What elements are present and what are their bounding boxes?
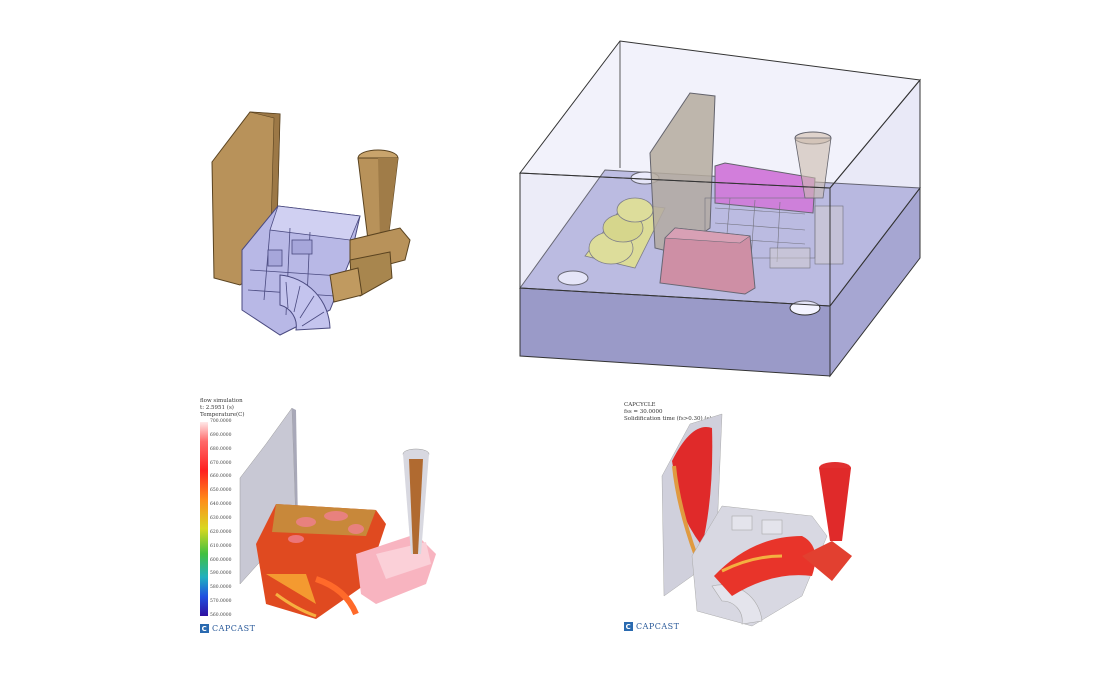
colorbar-tick-label: 700.0000: [210, 419, 232, 424]
casting-with-risers-view: [200, 100, 420, 350]
riser-plate-ghost: [649, 92, 716, 254]
colorbar-tick-label: 580.0000: [210, 585, 232, 591]
flow-capcast-logo: C CAPCAST: [200, 624, 256, 633]
colorbar-tick-label: 590.0000: [210, 571, 232, 577]
solid-hot-plate: [672, 426, 713, 546]
colorbar-tick-label: 660.0000: [210, 474, 232, 480]
colorbar-tick-label: 620.0000: [210, 529, 232, 535]
colorbar-tick-label: 640.0000: [210, 502, 232, 508]
capcast-logo-mark: C: [624, 622, 633, 631]
capcast-logo-text: CAPCAST: [212, 624, 256, 633]
capcast-logo-mark: C: [200, 624, 209, 633]
colorbar-tick-label: 680.0000: [210, 446, 232, 452]
solid-sub: Solidification time (fs>0.30) (s): [624, 416, 712, 422]
flow-quantity: Temperature(C): [200, 412, 245, 418]
colorbar-tick-label: 570.0000: [210, 599, 232, 605]
colorbar-tick-label: 600.0000: [210, 557, 232, 563]
colorbar-tick-label: 630.0000: [210, 516, 232, 521]
solid-title: CAPCYCLE: [624, 402, 656, 408]
solid-fs: fss = 30.0000: [624, 409, 663, 415]
colorbar-tick-label: 650.0000: [210, 488, 232, 494]
colorbar-tick-label: 610.0000: [210, 543, 232, 549]
solid-cone-riser: [819, 468, 851, 541]
capcast-logo-text: CAPCAST: [636, 622, 680, 631]
flow-title: flow simulation: [200, 398, 243, 404]
solidification-panel: CAPCYCLE fss = 30.0000 Solidification ti…: [622, 400, 872, 640]
mold-glass-front: [519, 172, 831, 307]
colorbar-tick-label: 690.0000: [210, 432, 232, 438]
solid-capcast-logo: C CAPCAST: [624, 622, 680, 631]
mold-assembly-view: [515, 38, 925, 383]
colorbar-tick-label: 560.0000: [210, 613, 232, 618]
flow-simulation-panel: flow simulation t: 2.5951 (s) Temperatur…: [196, 396, 456, 642]
flow-time: t: 2.5951 (s): [200, 405, 234, 411]
colorbar-tick-label: 670.0000: [210, 460, 232, 466]
yellow-cores: [584, 197, 666, 269]
temperature-colorbar: [200, 422, 208, 616]
